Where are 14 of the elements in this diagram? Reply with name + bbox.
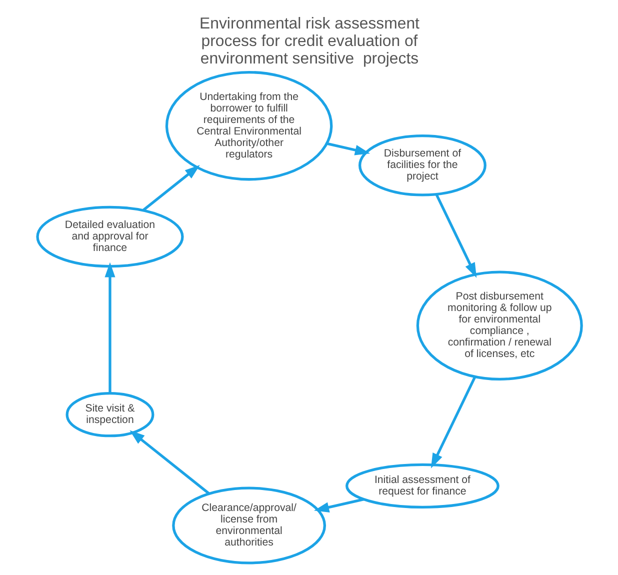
node-ellipse: Clearance/approval/ license from environmental authorities	[172, 486, 326, 564]
node-ellipse: Site visit & inspection	[65, 392, 154, 438]
arrow	[104, 262, 115, 394]
arrow	[142, 165, 200, 212]
arrow	[434, 193, 476, 278]
arrow	[313, 498, 364, 512]
node-ellipse: Detailed evaluation and approval for finance	[36, 206, 184, 268]
arrow	[326, 142, 370, 156]
diagram-title: Environmental risk assessment process for credit evaluation of environment sensitive projects	[199, 15, 419, 68]
arrow	[129, 430, 210, 494]
node-ellipse: Disbursement of facilities for the project	[358, 134, 486, 196]
node-ellipse: Post disbursement monitoring & follow up for environmental compliance , confirmation / renewal of licenses, etc	[416, 270, 582, 381]
arrow	[430, 376, 476, 468]
node-ellipse: Initial assessment of request for finance	[345, 463, 499, 508]
